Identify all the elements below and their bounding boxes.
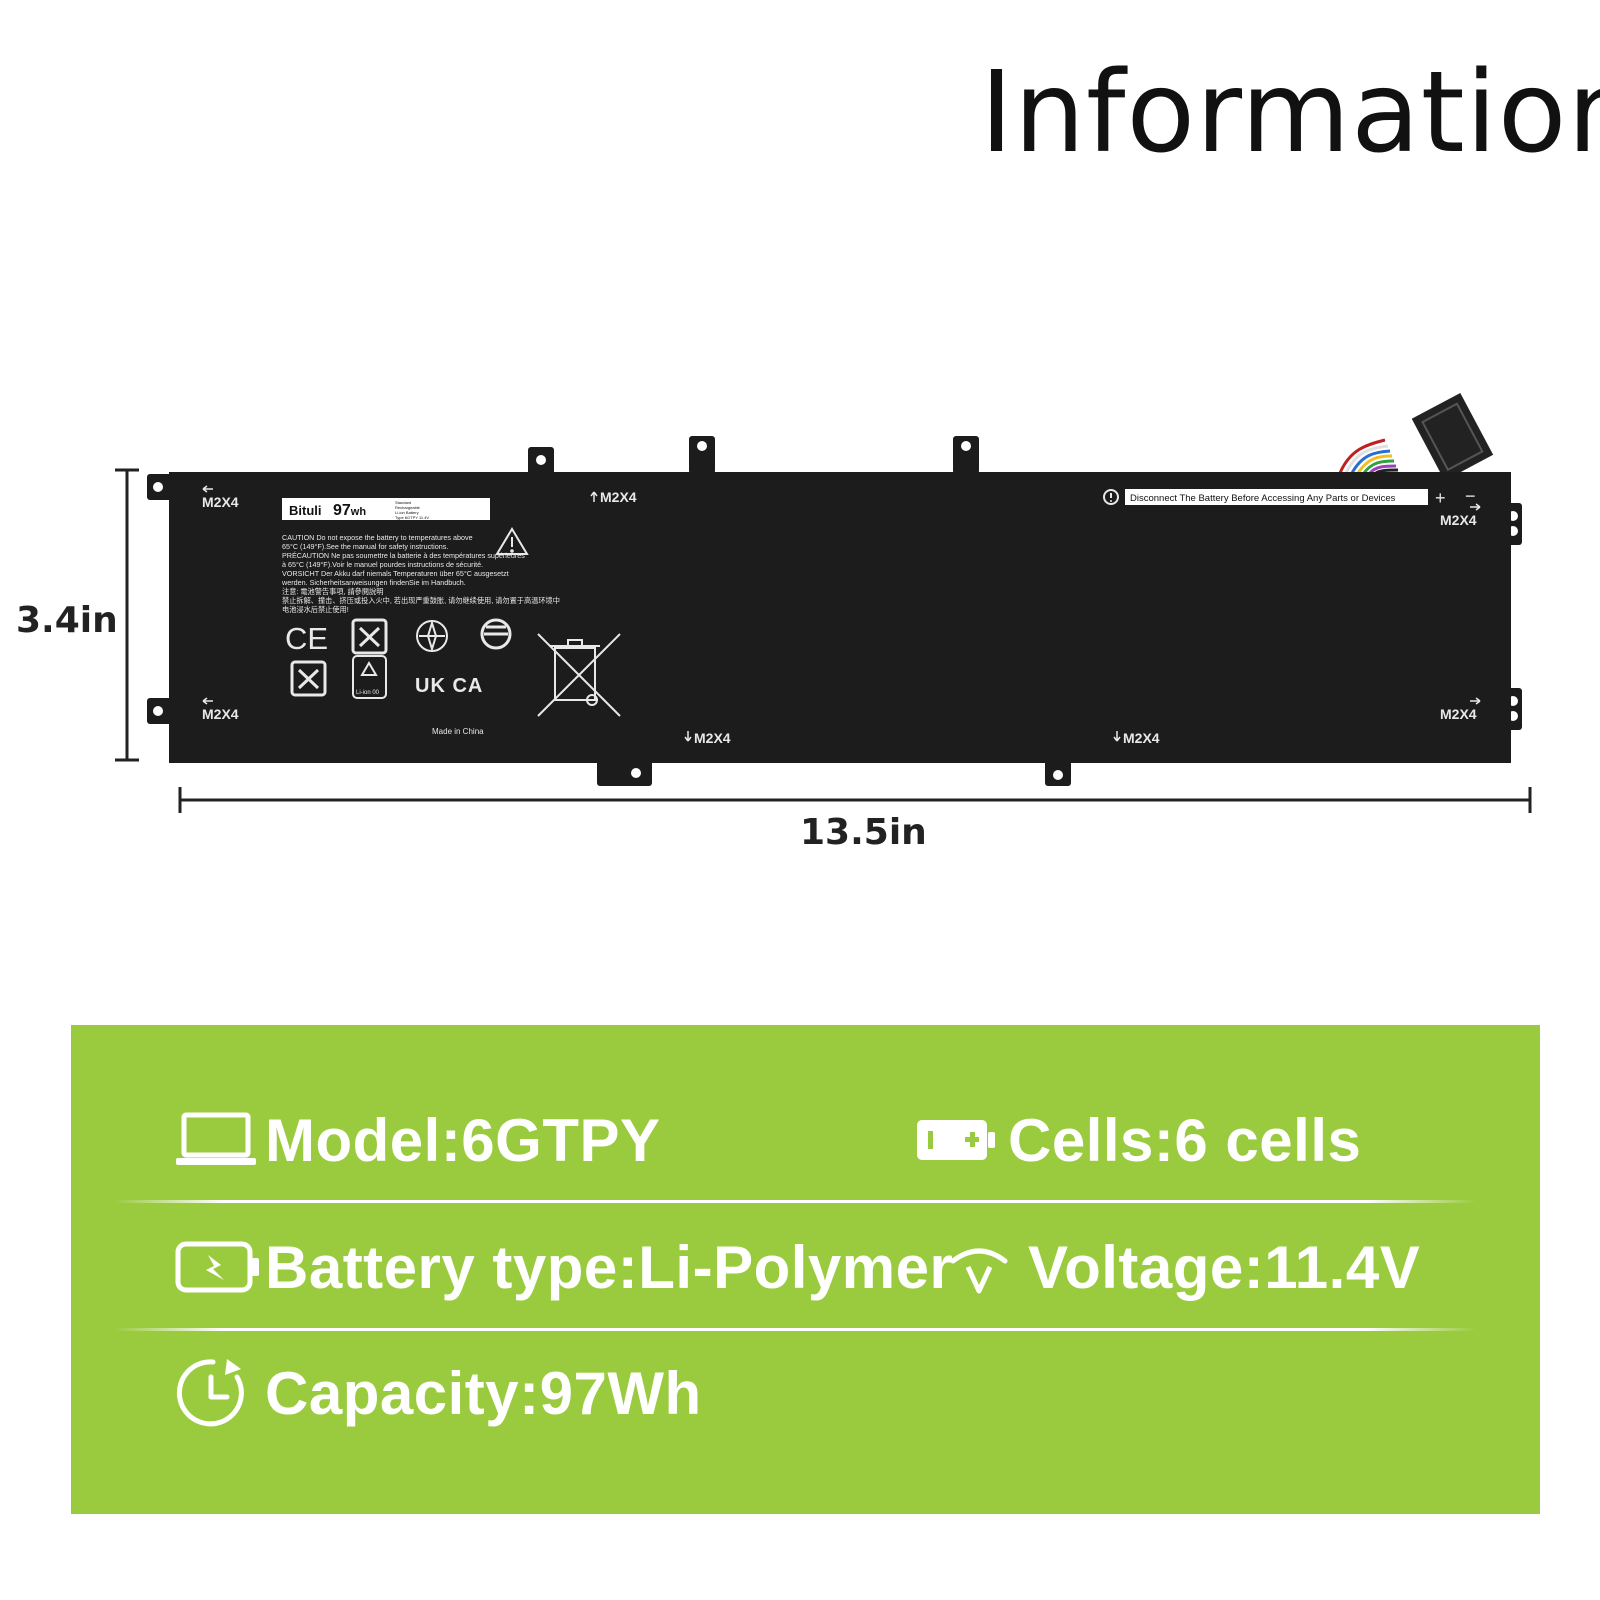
- svg-text:Rechargeable: Rechargeable: [395, 505, 421, 510]
- ukca-mark: UK CA: [415, 675, 483, 697]
- spec-row: Battery type:Li-Polymer Voltage:11.4V: [71, 1212, 1540, 1322]
- screw-arrow-icons: [202, 485, 1481, 742]
- spec-voltage: Voltage:11.4V: [948, 1212, 1420, 1322]
- warning-text: CAUTION Do not expose the battery to tem…: [281, 533, 560, 614]
- divider: [115, 1328, 1475, 1331]
- svg-text:M2X4: M2X4: [1440, 512, 1477, 528]
- svg-text:M2X4: M2X4: [600, 489, 637, 505]
- spec-cells: Cells:6 cells: [916, 1085, 1361, 1195]
- warning-triangle-icon: [495, 527, 529, 555]
- spec-voltage-text: Voltage:11.4V: [1028, 1233, 1421, 1301]
- spec-battery-type: Battery type:Li-Polymer: [175, 1212, 953, 1322]
- disconnect-notice: Disconnect The Battery Before Accessing …: [1130, 493, 1396, 504]
- svg-text:注意: 電池警告事項, 請參閱說明: 注意: 電池警告事項, 請參閱說明: [282, 587, 383, 596]
- spec-row: Capacity:97Wh: [71, 1338, 1540, 1448]
- svg-text:Li-ion Battery: Li-ion Battery: [395, 510, 419, 515]
- svg-text:M2X4: M2X4: [202, 706, 239, 722]
- brand-name: Bituli: [289, 503, 322, 518]
- width-dimension-line: [178, 787, 1532, 813]
- battery-charging-icon: [175, 1227, 265, 1307]
- voltage-icon: [948, 1227, 1028, 1307]
- brand-label: [282, 498, 490, 520]
- svg-text:Type 6GTPY 11.4V: Type 6GTPY 11.4V: [395, 515, 429, 520]
- page-title: Information: [980, 48, 1600, 178]
- screw-labels: M2X4 M2X4 M2X4 M2X4 M2X4 M2X4 M2X4: [202, 489, 1477, 746]
- minus-terminal: −: [1465, 486, 1476, 506]
- compass-cert-icon: [416, 619, 448, 653]
- spec-model: Model:6GTPY: [175, 1085, 661, 1195]
- disconnect-notice-box: [1125, 489, 1428, 505]
- battery-icon: [916, 1100, 1008, 1180]
- clock-refresh-icon: [175, 1353, 265, 1433]
- divider: [115, 1200, 1475, 1203]
- svg-text:Standard: Standard: [395, 500, 411, 505]
- svg-text:M2X4: M2X4: [694, 730, 731, 746]
- spec-capacity: Capacity:97Wh: [175, 1338, 702, 1448]
- connector-plug: [1411, 392, 1494, 481]
- width-dimension-label: 13.5in: [800, 812, 927, 853]
- svg-text:禁止拆解、撞击、挤压或投入火中, 若出现严重鼓胀, 请勿继续: 禁止拆解、撞击、挤压或投入火中, 若出现严重鼓胀, 请勿继续使用, 请勿置于高温…: [282, 596, 560, 605]
- cert-mark-icon: [290, 618, 388, 697]
- svg-text:65°C (149°F).See the manual fo: 65°C (149°F).See the manual for safety i…: [282, 542, 448, 551]
- svg-text:M2X4: M2X4: [1440, 706, 1477, 722]
- battery-body: [169, 472, 1511, 763]
- spec-capacity-text: Capacity:97Wh: [265, 1359, 702, 1427]
- spec-panel: Model:6GTPY Cells:6 cells: [71, 1025, 1540, 1514]
- svg-text:电池浸水后禁止使用!: 电池浸水后禁止使用!: [282, 605, 349, 614]
- height-dimension-label: 3.4in: [16, 600, 118, 641]
- laptop-icon: [175, 1100, 265, 1180]
- bis-cert-icon: [480, 618, 512, 650]
- made-in-text: Made in China: [432, 727, 484, 736]
- svg-text:werden. Sicherheitsanweisungen: werden. Sicherheitsanweisungen findenSie…: [281, 578, 466, 587]
- svg-text:M2X4: M2X4: [1123, 730, 1160, 746]
- svg-text:Li-ion 00: Li-ion 00: [356, 690, 380, 696]
- svg-text:VORSICHT Der Akku darf niemals: VORSICHT Der Akku darf niemals Temperatu…: [282, 569, 509, 578]
- no-trash-icon: [537, 633, 621, 717]
- info-icon: [1103, 489, 1119, 505]
- plus-terminal: +: [1435, 488, 1446, 508]
- svg-text:à 65°C (149°F).Voir le manuel: à 65°C (149°F).Voir le manuel pourdes in…: [282, 560, 483, 569]
- spec-cells-text: Cells:6 cells: [1008, 1106, 1362, 1174]
- spec-battery-type-text: Battery type:Li-Polymer: [265, 1233, 954, 1301]
- connector-cable: [1338, 438, 1399, 475]
- label-small-text: Standard Rechargeable Li-ion Battery Typ…: [395, 500, 429, 520]
- svg-text:CAUTION Do not expose the batt: CAUTION Do not expose the battery to tem…: [282, 533, 473, 542]
- svg-text:PRÉCAUTION Ne pas soumettre la: PRÉCAUTION Ne pas soumettre la batterie …: [282, 551, 525, 560]
- brand-capacity: 97wh: [333, 502, 366, 519]
- spec-model-text: Model:6GTPY: [265, 1106, 661, 1174]
- battery-diagram: Bituli 97wh Standard Rechargeable Li-ion…: [115, 392, 1532, 813]
- recycle-icon: Li-ion 00: [352, 655, 387, 699]
- height-dimension-line: [115, 468, 139, 762]
- ce-mark: CE: [285, 621, 328, 656]
- svg-text:M2X4: M2X4: [202, 494, 239, 510]
- spec-row: Model:6GTPY Cells:6 cells: [71, 1085, 1540, 1195]
